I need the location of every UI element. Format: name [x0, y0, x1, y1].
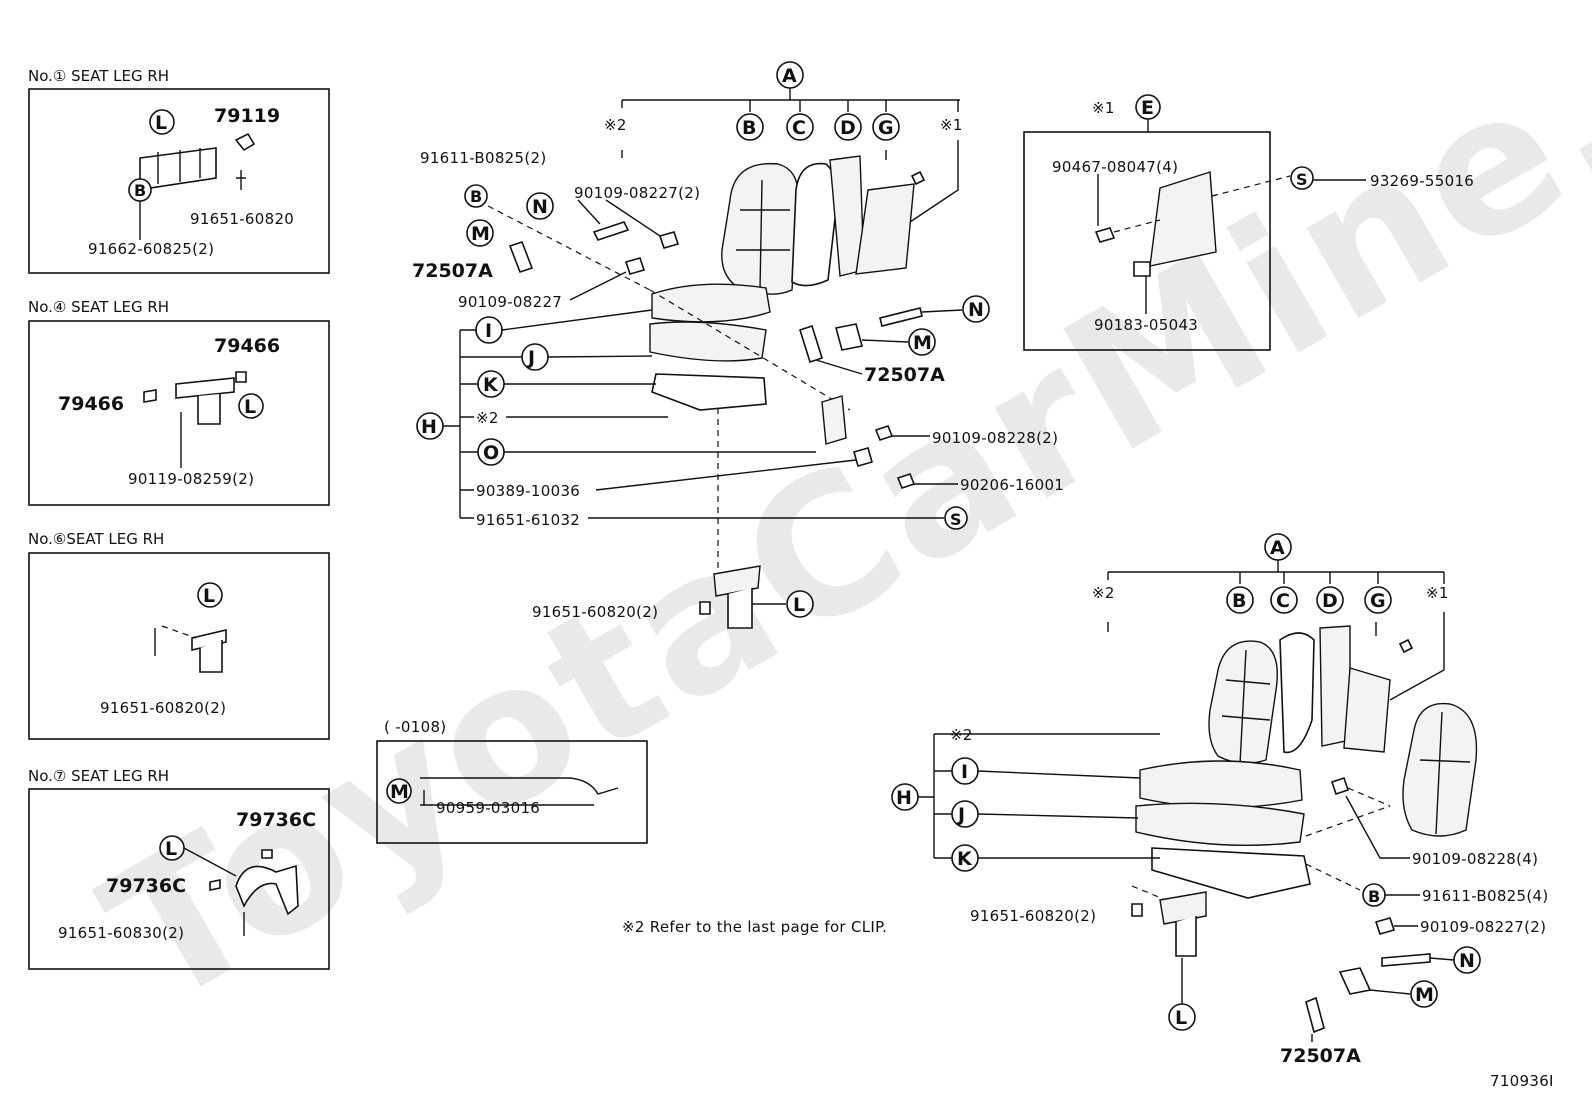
part-label: 93269-55016	[1370, 172, 1474, 190]
svg-text:L: L	[165, 838, 177, 860]
svg-text:M: M	[471, 223, 490, 245]
inset-back-board: ※1 E S 90467-08047(4) 93269-55016 90183-…	[1023, 94, 1474, 351]
part-label: 91651-60830(2)	[58, 924, 184, 942]
svg-text:J: J	[526, 347, 535, 369]
svg-text:C: C	[1276, 590, 1290, 612]
part-label: 90389-10036	[476, 482, 580, 500]
svg-text:L: L	[793, 594, 805, 616]
inset-title-1: No.① SEAT LEG RH	[28, 67, 169, 85]
inset-frame-6	[28, 552, 330, 740]
svg-text:B: B	[134, 181, 146, 200]
svg-text:C: C	[792, 117, 806, 139]
seat-leg-1-part	[139, 147, 217, 189]
asterisk-label: ※2	[950, 726, 973, 744]
part-79119-shape	[234, 132, 256, 152]
part-label: 72507A	[1280, 1045, 1361, 1067]
inset-frame-7	[28, 788, 330, 970]
svg-text:K: K	[483, 374, 499, 396]
svg-text:L: L	[203, 585, 215, 607]
svg-text:M: M	[1415, 984, 1434, 1006]
svg-text:J: J	[956, 804, 965, 826]
svg-text:N: N	[1459, 950, 1475, 972]
svg-text:O: O	[483, 442, 499, 464]
svg-text:B: B	[1232, 590, 1246, 612]
svg-text:D: D	[1322, 590, 1338, 612]
svg-text:N: N	[968, 299, 984, 321]
inset-seat-leg-1: No.① SEAT LEG RH L B 79119 91651-60820 9…	[28, 67, 330, 274]
inset-harness-frame	[376, 740, 648, 844]
svg-text:H: H	[421, 416, 437, 438]
main-seat-assembly: A ※2 ※1 B C D G 91611-B0825(2) B N 90109…	[412, 61, 1064, 629]
svg-text:K: K	[957, 848, 973, 870]
asterisk-label: ※1	[1092, 99, 1115, 117]
figure-id: 710936I	[1490, 1072, 1554, 1090]
asterisk-label: ※1	[940, 116, 963, 134]
inset-harness-title: ( -0108)	[384, 718, 446, 736]
seat-cushion	[651, 283, 771, 323]
svg-text:L: L	[155, 112, 167, 134]
svg-text:G: G	[1370, 590, 1386, 612]
part-label: 91662-60825(2)	[88, 240, 214, 258]
asterisk-label: ※2	[1092, 584, 1115, 602]
part-label: 90119-08259(2)	[128, 470, 254, 488]
part-label: 90467-08047(4)	[1052, 158, 1178, 176]
inset-seat-leg-6: No.⑥SEAT LEG RH L 91651-60820(2)	[28, 530, 330, 740]
svg-text:M: M	[913, 332, 932, 354]
inset-frame-4	[28, 320, 330, 506]
svg-text:D: D	[840, 117, 856, 139]
inset-title-7: No.⑦ SEAT LEG RH	[28, 767, 169, 785]
inset-title-6: No.⑥SEAT LEG RH	[28, 530, 164, 548]
svg-text:L: L	[1175, 1007, 1187, 1029]
inset-frame-1	[28, 88, 330, 274]
part-label: 79466	[58, 393, 124, 415]
part-label: 91611-B0825(4)	[1422, 887, 1549, 905]
part-label: 90109-08228(2)	[932, 429, 1058, 447]
part-label: 91651-61032	[476, 511, 580, 529]
asterisk-label: ※2	[476, 409, 499, 427]
svg-text:L: L	[244, 396, 256, 418]
part-label: 72507A	[864, 364, 945, 386]
part-label: 91651-60820(2)	[100, 699, 226, 717]
inset-seat-leg-7: No.⑦ SEAT LEG RH L 79736C 79736C 91651-6…	[28, 767, 330, 970]
asterisk-label: ※1	[1426, 584, 1449, 602]
lower-seat-assembly: A ※2 ※1 B C D G ※2 H I J K 90109-0822	[891, 533, 1549, 1067]
part-label: 79736C	[236, 809, 316, 831]
inset-back-board-frame	[1023, 131, 1271, 351]
inset-seat-leg-4: No.④ SEAT LEG RH L 79466 79466 90119-082…	[28, 298, 330, 506]
svg-text:M: M	[390, 781, 409, 803]
svg-text:S: S	[1296, 170, 1308, 189]
svg-text:A: A	[782, 65, 797, 87]
part-label: 79466	[214, 335, 280, 357]
part-label: 79119	[214, 105, 280, 127]
inset-title-4: No.④ SEAT LEG RH	[28, 298, 169, 316]
svg-text:I: I	[485, 320, 492, 342]
part-label: 72507A	[412, 260, 493, 282]
part-label: 90183-05043	[1094, 316, 1198, 334]
part-label: 90959-03016	[436, 799, 540, 817]
svg-text:S: S	[950, 510, 962, 529]
part-label: 90109-08227(2)	[1420, 918, 1546, 936]
part-label: 91651-60820(2)	[532, 603, 658, 621]
part-label: 90109-08228(4)	[1412, 850, 1538, 868]
part-label: 91611-B0825(2)	[420, 149, 547, 167]
svg-text:A: A	[1270, 537, 1285, 559]
svg-text:B: B	[742, 117, 756, 139]
svg-text:H: H	[896, 787, 912, 809]
svg-text:G: G	[878, 117, 894, 139]
part-label: 90109-08227(2)	[574, 184, 700, 202]
part-label: 79736C	[106, 875, 186, 897]
part-label: 90206-16001	[960, 476, 1064, 494]
clip-note: ※2 Refer to the last page for CLIP.	[622, 918, 887, 936]
part-label: 91651-60820(2)	[970, 907, 1096, 925]
inset-harness: ( -0108) M 90959-03016	[376, 718, 648, 844]
part-label: 91651-60820	[190, 210, 294, 228]
asterisk-label: ※2	[604, 116, 627, 134]
part-label: 90109-08227	[458, 293, 562, 311]
svg-text:B: B	[470, 187, 482, 206]
svg-text:N: N	[532, 196, 548, 218]
svg-text:I: I	[961, 761, 968, 783]
svg-text:E: E	[1141, 97, 1154, 119]
svg-text:B: B	[1368, 887, 1380, 906]
